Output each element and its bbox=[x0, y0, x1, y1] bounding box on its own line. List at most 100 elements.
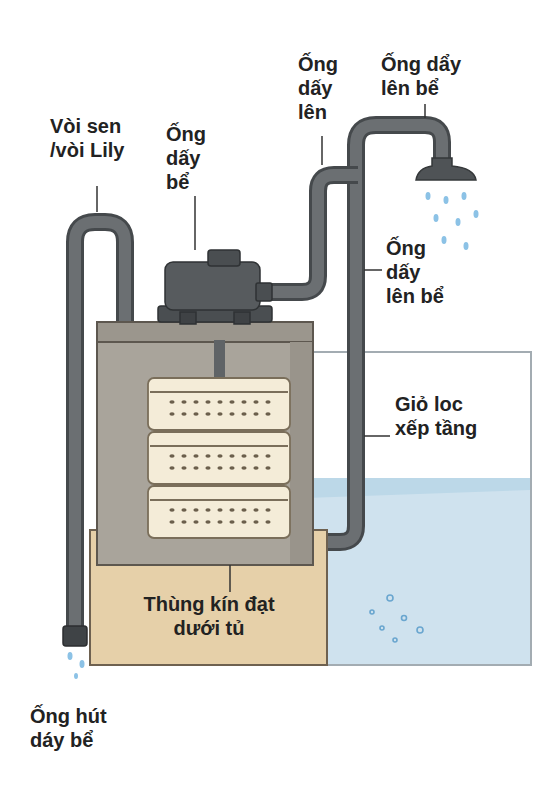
basket-holes bbox=[169, 454, 174, 458]
basket-holes bbox=[253, 400, 258, 404]
filter-baskets bbox=[150, 445, 288, 447]
callout-label: Vòi sen /vòi Lily bbox=[50, 114, 142, 162]
callout-label: Ống hút dáy bể bbox=[30, 704, 120, 752]
pump bbox=[234, 312, 250, 324]
pump bbox=[158, 250, 272, 324]
pump-pipe bbox=[262, 175, 358, 292]
basket-holes bbox=[253, 508, 258, 512]
basket-holes bbox=[229, 412, 234, 416]
basket-holes bbox=[169, 412, 174, 416]
filter-baskets bbox=[148, 486, 290, 538]
basket-holes bbox=[217, 454, 222, 458]
callout-label: Ống dấy lên bbox=[298, 52, 344, 124]
callout-label: Ống dấy bể bbox=[166, 122, 212, 194]
basket-holes bbox=[181, 520, 186, 524]
water-drops bbox=[464, 242, 469, 250]
aquarium-tank bbox=[306, 478, 530, 664]
basket-holes bbox=[217, 400, 222, 404]
shower-head bbox=[416, 158, 476, 180]
basket-holes bbox=[241, 400, 246, 404]
filter-canister bbox=[97, 322, 313, 565]
basket-holes bbox=[265, 466, 270, 470]
basket-holes bbox=[181, 454, 186, 458]
bubbles bbox=[370, 595, 423, 642]
basket-holes bbox=[229, 400, 234, 404]
basket-holes bbox=[217, 520, 222, 524]
basket-holes bbox=[229, 466, 234, 470]
bubbles bbox=[402, 616, 407, 621]
basket-holes bbox=[241, 508, 246, 512]
basket-holes bbox=[181, 508, 186, 512]
basket-holes bbox=[193, 466, 198, 470]
basket-holes bbox=[181, 400, 186, 404]
water-drops bbox=[68, 652, 73, 660]
basket-holes bbox=[181, 466, 186, 470]
water-drops bbox=[444, 196, 449, 204]
leader-lines bbox=[194, 196, 196, 250]
basket-holes bbox=[265, 508, 270, 512]
pump bbox=[180, 312, 196, 324]
callout-label: Ống dấy lên bể bbox=[386, 236, 454, 308]
basket-holes bbox=[241, 466, 246, 470]
bubbles bbox=[370, 610, 374, 614]
water-drops bbox=[426, 192, 431, 200]
leader-lines bbox=[321, 136, 323, 165]
basket-holes bbox=[169, 400, 270, 524]
pump bbox=[256, 283, 272, 301]
filter-canister bbox=[214, 340, 225, 380]
basket-holes bbox=[205, 412, 210, 416]
filter-canister bbox=[97, 322, 313, 565]
callout-label: Ống dẩy lên bể bbox=[381, 52, 481, 100]
basket-holes bbox=[205, 400, 210, 404]
bubbles bbox=[393, 638, 397, 642]
shower-head bbox=[416, 158, 476, 180]
aquarium-tank bbox=[306, 478, 530, 498]
filter-baskets bbox=[148, 432, 290, 484]
leader-lines bbox=[96, 186, 98, 212]
filter-baskets bbox=[150, 499, 288, 501]
basket-holes bbox=[253, 412, 258, 416]
basket-holes bbox=[265, 454, 270, 458]
basket-holes bbox=[193, 412, 198, 416]
callout-label: Giỏ loc xếp tầng bbox=[395, 392, 491, 440]
basket-holes bbox=[193, 400, 198, 404]
basket-holes bbox=[181, 412, 186, 416]
aquarium-tank bbox=[305, 352, 531, 665]
pump bbox=[165, 262, 260, 310]
pump-pipe bbox=[262, 175, 358, 292]
water-drops bbox=[474, 210, 479, 218]
basket-holes bbox=[193, 520, 198, 524]
bubbles bbox=[387, 595, 393, 601]
aquarium-tank bbox=[305, 352, 531, 665]
basket-holes bbox=[205, 454, 210, 458]
bubbles bbox=[417, 627, 423, 633]
cabinet-box: Thùng kín đạt dưới tủ bbox=[90, 530, 327, 665]
basket-holes bbox=[193, 508, 198, 512]
basket-holes bbox=[169, 400, 174, 404]
basket-holes bbox=[169, 508, 174, 512]
basket-holes bbox=[217, 466, 222, 470]
filter-baskets bbox=[150, 391, 288, 393]
basket-holes bbox=[253, 454, 258, 458]
intake-nozzle bbox=[63, 626, 87, 646]
intake-nozzle bbox=[63, 626, 87, 646]
basket-holes bbox=[265, 520, 270, 524]
basket-holes bbox=[205, 520, 210, 524]
basket-holes bbox=[229, 508, 234, 512]
bubbles bbox=[380, 626, 384, 630]
basket-holes bbox=[253, 466, 258, 470]
basket-holes bbox=[253, 520, 258, 524]
basket-holes bbox=[229, 520, 234, 524]
filter-canister bbox=[97, 322, 313, 342]
filter-baskets bbox=[148, 378, 290, 430]
basket-holes bbox=[229, 454, 234, 458]
pump bbox=[208, 250, 240, 266]
leader-lines bbox=[364, 435, 390, 437]
water-drops bbox=[442, 236, 447, 244]
basket-holes bbox=[169, 466, 174, 470]
filter-baskets bbox=[148, 378, 290, 538]
water-drops bbox=[74, 673, 78, 679]
water-drops bbox=[80, 660, 85, 668]
